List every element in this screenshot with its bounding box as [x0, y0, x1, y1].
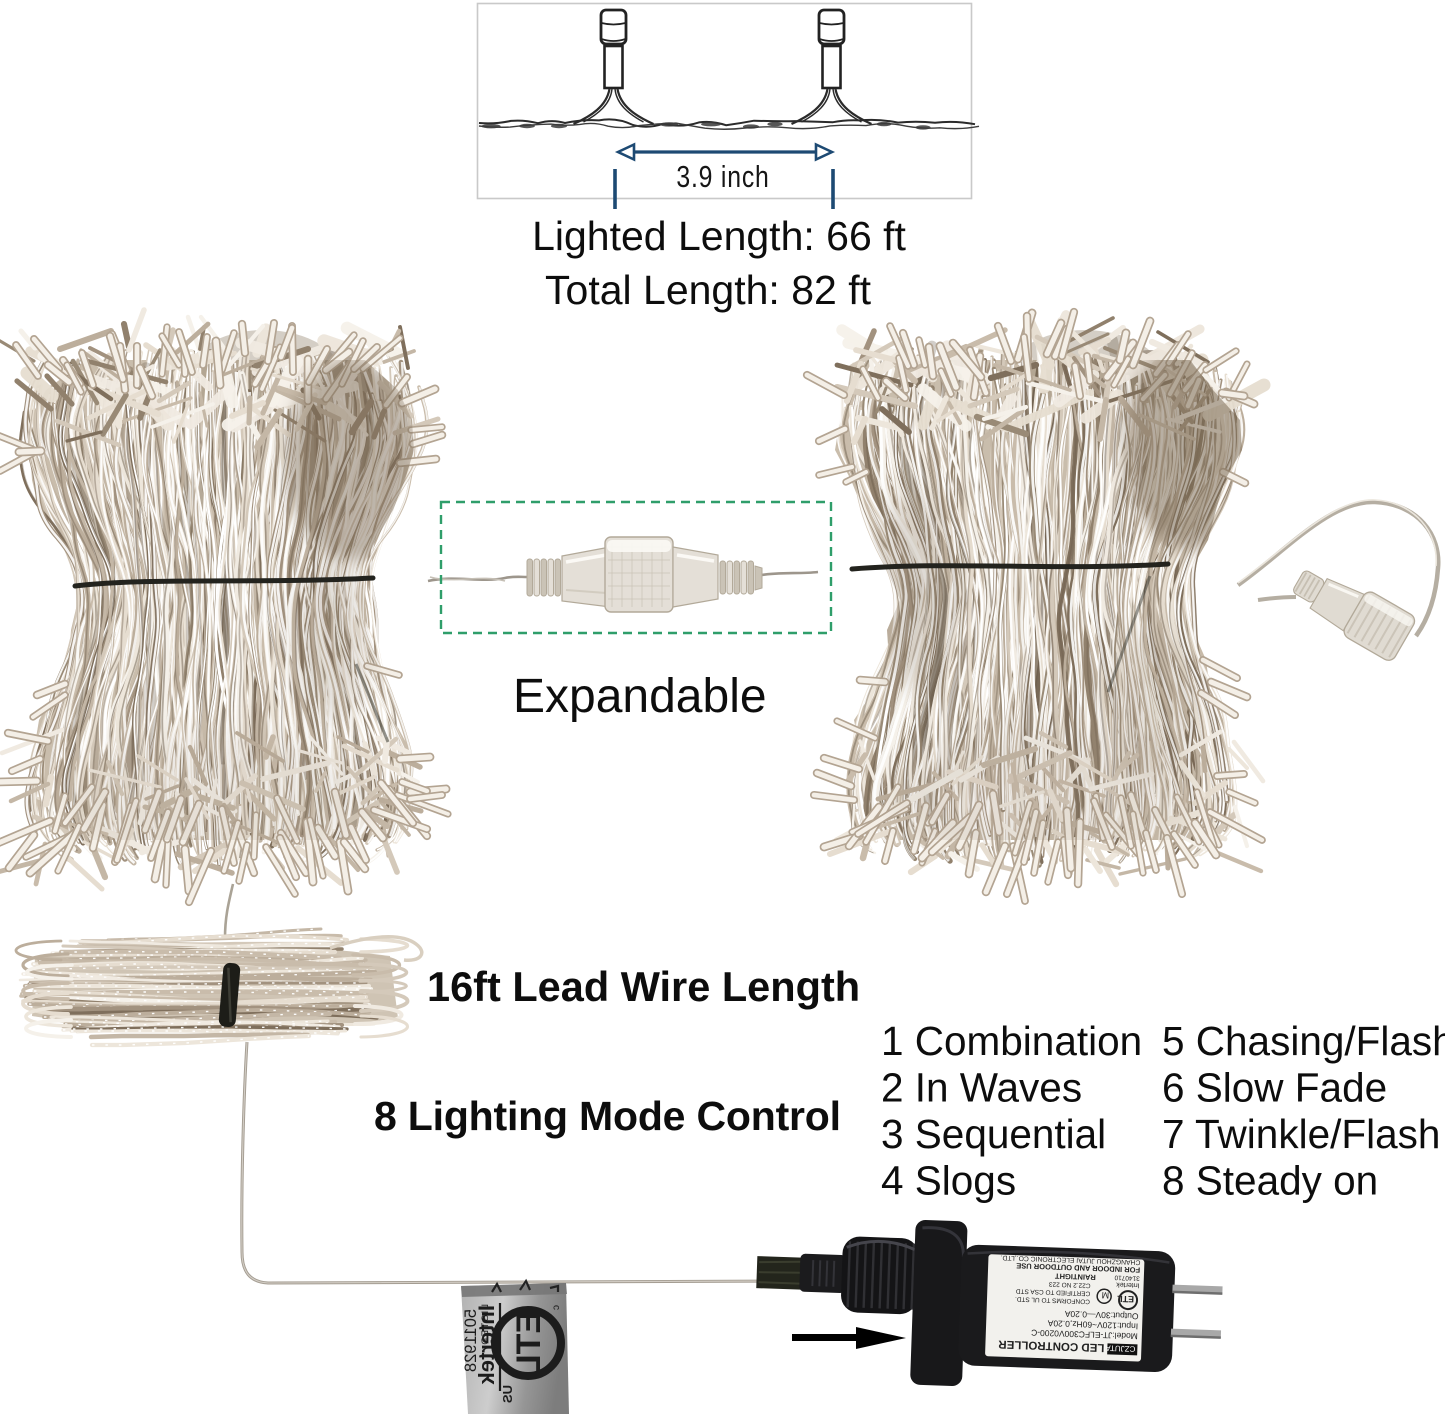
- svg-text:US: US: [500, 1385, 515, 1403]
- svg-text:Input:120V~60Hz,0.20A: Input:120V~60Hz,0.20A: [1047, 1318, 1138, 1331]
- svg-text:3140710: 3140710: [1114, 1274, 1140, 1282]
- svg-text:M: M: [1102, 1290, 1110, 1300]
- svg-text:CHANGZHOU JUTAI ELECTRONIC CO.: CHANGZHOU JUTAI ELECTRONIC CO.,LTD.: [1000, 1254, 1140, 1266]
- svg-text:Model:JT-ELFC300V0200-C: Model:JT-ELFC300V0200-C: [1031, 1328, 1138, 1342]
- svg-text:Output:30V—0.20A: Output:30V—0.20A: [1064, 1309, 1138, 1322]
- svg-text:CONFORMS TO UL STD.: CONFORMS TO UL STD.: [1015, 1295, 1090, 1305]
- svg-text:8 Lighting Mode Control: 8 Lighting Mode Control: [374, 1093, 841, 1139]
- svg-text:Intertek: Intertek: [1116, 1281, 1140, 1289]
- svg-text:LISTED: LISTED: [480, 1304, 491, 1346]
- svg-text:16ft Lead Wire Length: 16ft Lead Wire Length: [427, 963, 860, 1010]
- svg-text:CZJUTAI: CZJUTAI: [1103, 1343, 1136, 1353]
- svg-text:8 Steady on: 8 Steady on: [1162, 1158, 1378, 1204]
- svg-text:c: c: [551, 1305, 562, 1310]
- svg-text:LED CONTROLLER: LED CONTROLLER: [998, 1338, 1105, 1354]
- svg-text:ETL: ETL: [510, 1311, 548, 1375]
- svg-text:CERTIFIED TO CSA STD: CERTIFIED TO CSA STD: [1015, 1287, 1090, 1297]
- svg-text:2 In Waves: 2 In Waves: [881, 1065, 1082, 1111]
- svg-text:4 Slogs: 4 Slogs: [881, 1158, 1016, 1204]
- svg-text:1 Combination: 1 Combination: [881, 1018, 1142, 1064]
- svg-text:ETL: ETL: [1116, 1294, 1134, 1305]
- svg-text:3 Sequential: 3 Sequential: [881, 1111, 1106, 1157]
- svg-text:FOR INDOOR AND OUTDOOR USE: FOR INDOOR AND OUTDOOR USE: [1016, 1261, 1140, 1274]
- svg-text:7 Twinkle/Flash: 7 Twinkle/Flash: [1162, 1111, 1440, 1157]
- svg-text:5 Chasing/Flash: 5 Chasing/Flash: [1162, 1018, 1445, 1064]
- svg-text:6 Slow Fade: 6 Slow Fade: [1162, 1065, 1387, 1111]
- svg-text:Lighted Length: 66 ft: Lighted Length: 66 ft: [532, 213, 906, 259]
- svg-text:3.9 inch: 3.9 inch: [676, 159, 769, 193]
- svg-text:Total Length: 82 ft: Total Length: 82 ft: [545, 267, 872, 313]
- svg-text:C22.2 NO 223: C22.2 NO 223: [1049, 1280, 1091, 1288]
- svg-text:5011928: 5011928: [462, 1309, 480, 1372]
- svg-text:Expandable: Expandable: [513, 670, 767, 723]
- svg-text:RAINTIGHT: RAINTIGHT: [1054, 1271, 1096, 1281]
